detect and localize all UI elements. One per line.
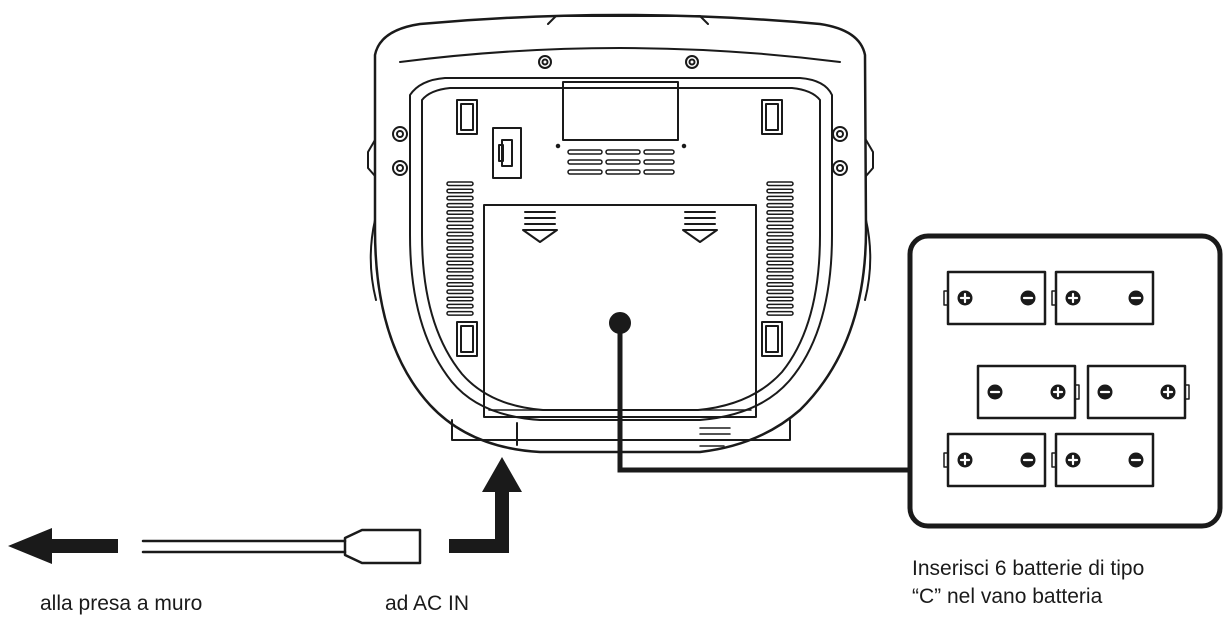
vent-slot [446, 303, 474, 309]
vent-slot [766, 217, 794, 223]
vent-slot [766, 282, 794, 288]
vent-slot [446, 296, 474, 302]
rating-label-plate [562, 81, 679, 141]
vent-slot [446, 181, 474, 187]
vent-slot [766, 188, 794, 194]
arrow-up-icon [449, 457, 522, 553]
vent-slot [446, 195, 474, 201]
vent-slot [766, 310, 794, 316]
vent-slot [446, 289, 474, 295]
plus-icon [1065, 452, 1081, 468]
wall-socket-label: alla presa a muro [40, 592, 203, 615]
battery-instruction-line-2: “C” nel vano batteria [912, 585, 1103, 608]
vent-slot [766, 181, 794, 187]
vent-slot [446, 202, 474, 208]
minus-icon [1020, 452, 1036, 468]
vent-slot [766, 289, 794, 295]
side-vents [446, 181, 794, 316]
carry-handle [547, 15, 709, 25]
vent-slot [446, 217, 474, 223]
minus-icon [1128, 452, 1144, 468]
minus-icon [1020, 290, 1036, 306]
vent-slot [446, 274, 474, 280]
vent-slot [446, 282, 474, 288]
vent-slot [766, 260, 794, 266]
ac-in-label: ad AC IN [385, 592, 470, 615]
vent-slot [766, 224, 794, 230]
plus-icon [957, 290, 973, 306]
rear-panel [409, 77, 833, 421]
screws [392, 55, 848, 176]
vent-slot [446, 310, 474, 316]
battery-cell [1086, 364, 1190, 420]
plus-icon [957, 452, 973, 468]
battery-cell [1051, 432, 1155, 488]
vent-slot [766, 267, 794, 273]
vent-slot [446, 231, 474, 237]
vent-slot [446, 246, 474, 252]
rubber-feet [456, 99, 783, 357]
vent-slot [446, 267, 474, 273]
vent-slot [766, 210, 794, 216]
arrow-left-icon [8, 528, 118, 564]
power-plug [343, 528, 422, 565]
vent-slot [766, 195, 794, 201]
plus-icon [1160, 384, 1176, 400]
vent-slot [766, 296, 794, 302]
minus-icon [987, 384, 1003, 400]
device-outer-shell [373, 13, 868, 454]
battery-instruction-line-1: Inserisci 6 batterie di tipo [912, 557, 1145, 580]
plus-icon [1050, 384, 1066, 400]
battery-layout [943, 270, 1190, 488]
battery-cell [1051, 270, 1155, 326]
minus-icon [1128, 290, 1144, 306]
vent-slot [766, 202, 794, 208]
plus-icon [1065, 290, 1081, 306]
top-vents [555, 143, 687, 175]
vent-slot [446, 210, 474, 216]
vent-slot [446, 238, 474, 244]
minus-icon [1097, 384, 1113, 400]
vent-slot [446, 188, 474, 194]
power-cord [8, 457, 522, 565]
vent-slot [766, 303, 794, 309]
vent-slot [766, 274, 794, 280]
vent-slot [766, 231, 794, 237]
battery-cell [943, 270, 1047, 326]
vent-slot [766, 246, 794, 252]
speaker-grille-small [699, 427, 731, 447]
vent-slot [446, 260, 474, 266]
ac-in-socket [492, 127, 522, 179]
device-body [367, 13, 874, 454]
vent-slot [766, 238, 794, 244]
vent-slot [766, 253, 794, 259]
battery-instruction-label: Inserisci 6 batterie di tipo “C” nel van… [912, 555, 1144, 611]
battery-inset-box [907, 233, 1223, 529]
battery-cell [976, 364, 1080, 420]
vent-slot [446, 224, 474, 230]
vent-slot [446, 253, 474, 259]
battery-cell [943, 432, 1047, 488]
callout-connector [609, 312, 912, 473]
